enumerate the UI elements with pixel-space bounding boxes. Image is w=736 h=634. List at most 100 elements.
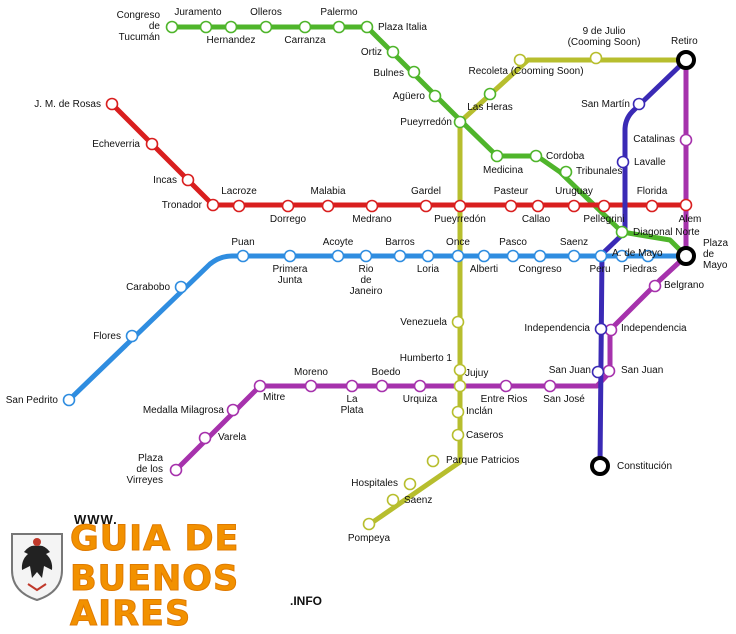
station-marker[interactable] <box>62 393 76 407</box>
station-marker[interactable] <box>543 379 557 393</box>
station-label[interactable]: 9 de Julio(Cooming Soon) <box>568 26 641 48</box>
station-label[interactable]: Medalla Milagrosa <box>143 405 225 416</box>
station-marker[interactable] <box>453 115 467 129</box>
station-marker[interactable] <box>451 405 465 419</box>
station-label[interactable]: Independencia <box>621 323 687 334</box>
station-label[interactable]: San Pedrito <box>6 395 59 406</box>
station-marker[interactable] <box>615 225 629 239</box>
station-label[interactable]: Uruguay <box>555 186 593 197</box>
station-label[interactable]: Plaza Italia <box>378 22 427 33</box>
station-marker[interactable] <box>648 279 662 293</box>
station-label[interactable]: Pellegrini <box>583 214 624 225</box>
station-marker[interactable] <box>407 65 421 79</box>
station-marker[interactable] <box>386 493 400 507</box>
station-label[interactable]: Alberti <box>470 264 498 275</box>
station-label[interactable]: Piedras <box>623 264 657 275</box>
station-label[interactable]: Recoleta (Cooming Soon) <box>468 66 583 77</box>
station-marker[interactable] <box>567 199 581 213</box>
station-label[interactable]: San Juan <box>621 365 663 376</box>
station-label[interactable]: Saenz <box>560 237 588 248</box>
station-label[interactable]: Hernandez <box>207 35 256 46</box>
station-label[interactable]: Loria <box>417 264 440 275</box>
station-label[interactable]: J. M. de Rosas <box>34 99 101 110</box>
terminal-station-marker[interactable] <box>676 50 696 70</box>
station-marker[interactable] <box>421 249 435 263</box>
station-marker[interactable] <box>419 199 433 213</box>
station-label[interactable]: San José <box>543 394 585 405</box>
station-marker[interactable] <box>451 428 465 442</box>
station-marker[interactable] <box>641 249 655 263</box>
station-label[interactable]: Congreso <box>518 264 562 275</box>
station-label[interactable]: Flores <box>93 331 121 342</box>
station-marker[interactable] <box>345 379 359 393</box>
station-marker[interactable] <box>679 198 693 212</box>
station-label[interactable]: Urquiza <box>403 394 438 405</box>
station-marker[interactable] <box>453 363 467 377</box>
station-marker[interactable] <box>679 133 693 147</box>
station-label[interactable]: Pueyrredón <box>434 214 486 225</box>
station-label[interactable]: Entre Rios <box>481 394 528 405</box>
station-label[interactable]: Incas <box>153 175 177 186</box>
station-label[interactable]: San Martín <box>581 99 630 110</box>
station-marker[interactable] <box>321 199 335 213</box>
station-marker[interactable] <box>506 249 520 263</box>
station-label[interactable]: Agüero <box>393 91 426 102</box>
station-label[interactable]: Tronador <box>162 200 203 211</box>
station-label[interactable]: Catalinas <box>633 134 675 145</box>
station-label[interactable]: Alem <box>679 214 702 225</box>
station-label[interactable]: Diagonal Norte <box>633 227 700 238</box>
station-label[interactable]: Venezuela <box>400 317 447 328</box>
station-marker[interactable] <box>283 249 297 263</box>
station-label[interactable]: Medicina <box>483 165 523 176</box>
station-label[interactable]: Retiro <box>671 36 698 47</box>
station-marker[interactable] <box>169 463 183 477</box>
station-marker[interactable] <box>513 53 527 67</box>
station-marker[interactable] <box>615 249 629 263</box>
station-label[interactable]: Pasteur <box>494 186 529 197</box>
station-marker[interactable] <box>206 198 220 212</box>
station-marker[interactable] <box>594 322 608 336</box>
station-label[interactable]: Peru <box>589 264 610 275</box>
station-label[interactable]: Belgrano <box>664 280 704 291</box>
station-marker[interactable] <box>198 431 212 445</box>
station-marker[interactable] <box>359 249 373 263</box>
station-marker[interactable] <box>181 173 195 187</box>
station-label[interactable]: Independencia <box>524 323 590 334</box>
station-marker[interactable] <box>591 365 605 379</box>
station-marker[interactable] <box>499 379 513 393</box>
station-marker[interactable] <box>529 149 543 163</box>
station-marker[interactable] <box>281 199 295 213</box>
station-label[interactable]: Pasco <box>499 237 527 248</box>
station-label[interactable]: Pompeya <box>348 533 391 544</box>
station-label[interactable]: Moreno <box>294 367 328 378</box>
station-label[interactable]: Cordoba <box>546 151 585 162</box>
station-marker[interactable] <box>645 199 659 213</box>
station-label[interactable]: Medrano <box>352 214 392 225</box>
station-label[interactable]: A. de Mayo <box>612 248 663 259</box>
station-label[interactable]: Ortiz <box>361 47 382 58</box>
station-marker[interactable] <box>145 137 159 151</box>
station-marker[interactable] <box>105 97 119 111</box>
station-label[interactable]: Puan <box>231 237 254 248</box>
station-label[interactable]: Florida <box>637 186 668 197</box>
station-marker[interactable] <box>403 477 417 491</box>
station-marker[interactable] <box>453 199 467 213</box>
station-marker[interactable] <box>531 199 545 213</box>
station-marker[interactable] <box>224 20 238 34</box>
station-marker[interactable] <box>559 165 573 179</box>
station-label[interactable]: Inclán <box>466 406 493 417</box>
station-marker[interactable] <box>490 149 504 163</box>
station-label[interactable]: Las Heras <box>467 102 513 113</box>
station-label[interactable]: Bulnes <box>373 68 404 79</box>
station-marker[interactable] <box>477 249 491 263</box>
station-label[interactable]: Varela <box>218 432 247 443</box>
station-marker[interactable] <box>365 199 379 213</box>
station-label[interactable]: Lavalle <box>634 157 666 168</box>
station-marker[interactable] <box>453 379 467 393</box>
station-marker[interactable] <box>125 329 139 343</box>
